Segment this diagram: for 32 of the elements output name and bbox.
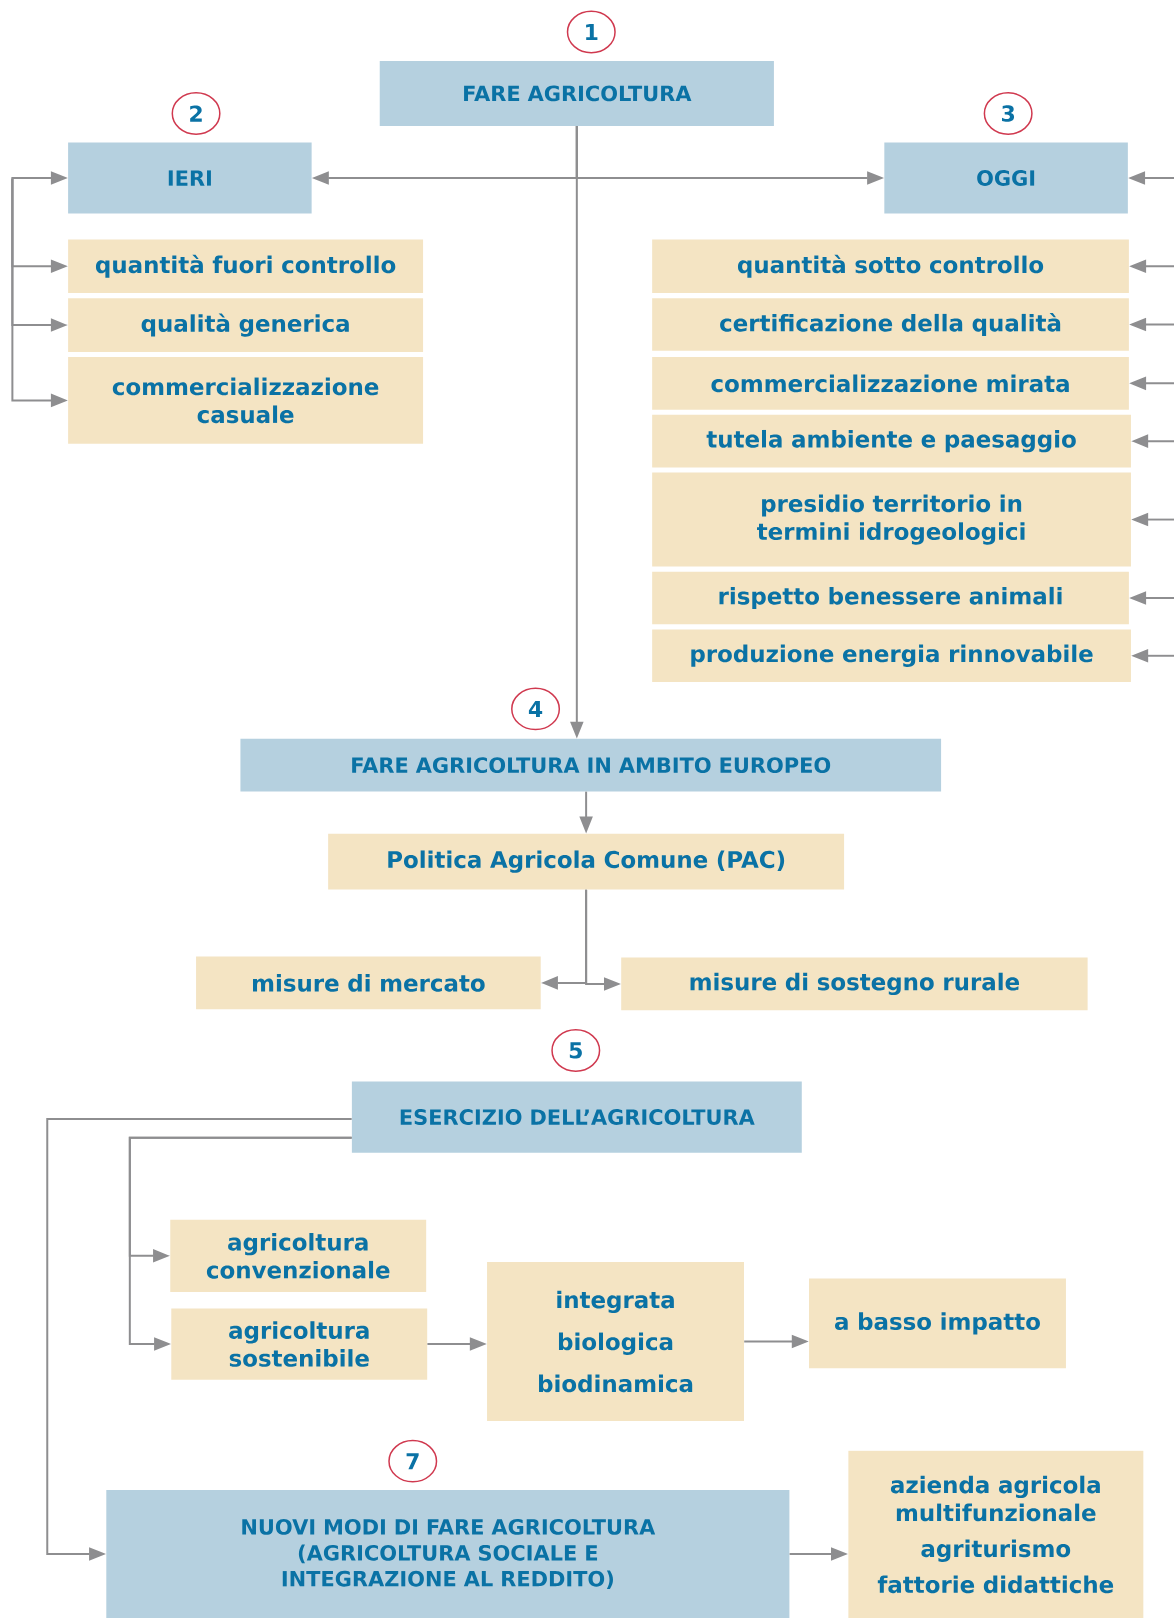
arrow [128,1136,353,1351]
text-box: presidio territorio in termini idrogeologici [652,472,1131,567]
callout-number: 7 [388,1439,438,1483]
text-box: quantità sotto controllo [652,239,1129,294]
heading-box: NUOVI MODI DI FARE AGRICOLTURA (AGRICOLTURA SOCIALE E INTEGRAZIONE AL REDDITO) [106,1490,790,1618]
text-box: misure di mercato [195,956,541,1010]
heading-box: OGGI [884,142,1128,214]
text-box: commercializzazione casuale [67,357,423,444]
text-box: Politica Agricola Comune (PAC) [328,833,844,890]
heading-box: ESERCIZIO DELL’AGRICOLTURA [351,1081,802,1153]
text-box: tutela ambiente e paesaggio [652,414,1131,468]
text-box: rispetto benessere animali [652,571,1129,625]
text-box: integrata biologica biodinamica [486,1262,744,1421]
text-box: a basso impatto [808,1278,1066,1369]
heading-box: FARE AGRICOLTURA [379,60,774,126]
text-box: agricoltura sostenibile [171,1308,428,1380]
text-box: agricoltura convenzionale [170,1219,427,1292]
callout-number: 1 [566,10,616,54]
callout-number: 3 [983,92,1033,135]
text-box: quantità fuori controllo [67,239,423,294]
callout-number: 5 [551,1029,601,1072]
heading-box: FARE AGRICOLTURA IN AMBITO EUROPEO [240,738,941,792]
text-box: misure di sostegno rurale [621,957,1088,1011]
callout-number: 4 [510,687,560,731]
text-box: azienda agricola multifunzionale agriturismo fattorie didattiche [848,1450,1144,1618]
arrow [46,1118,353,1561]
text-box: produzione energia rinnovabile [652,629,1131,683]
heading-box: IERI [67,142,312,214]
text-box: qualità generica [67,298,423,352]
callout-number: 2 [171,92,221,135]
text-box: certificazione della qualità [652,298,1129,351]
text-box: commercializzazione mirata [652,357,1129,410]
